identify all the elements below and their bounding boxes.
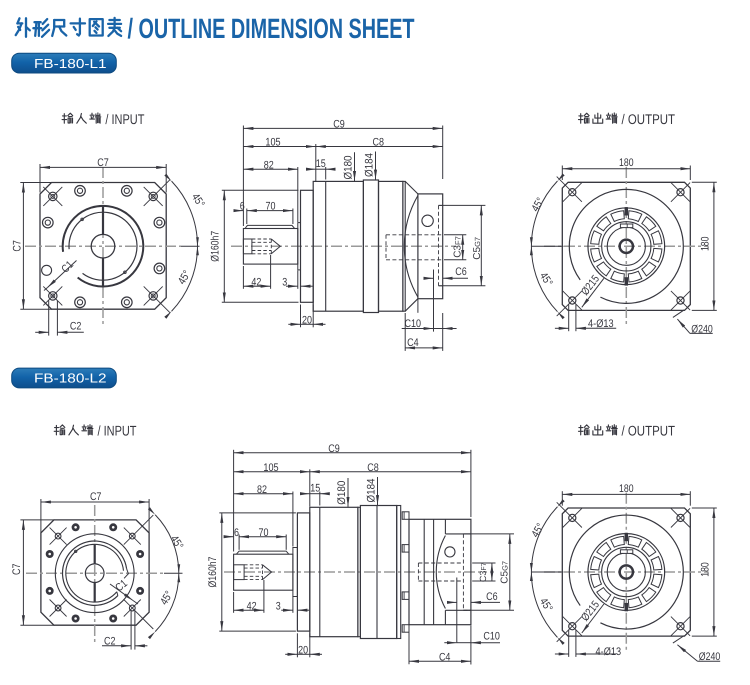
svg-text:42: 42 — [247, 600, 257, 612]
svg-text:C9: C9 — [333, 119, 345, 131]
svg-text:Ø180: Ø180 — [336, 481, 348, 505]
svg-text:Ø240: Ø240 — [699, 651, 721, 663]
svg-text:C8: C8 — [367, 462, 379, 474]
svg-text:/ INPUT: / INPUT — [98, 423, 137, 439]
svg-text:6: 6 — [240, 201, 245, 213]
svg-text:C1: C1 — [113, 578, 130, 595]
svg-text:45°: 45° — [176, 269, 193, 287]
svg-text:FB-180-L1: FB-180-L1 — [34, 56, 107, 71]
svg-text:15: 15 — [316, 158, 326, 170]
svg-text:C8: C8 — [373, 137, 385, 149]
svg-text:FB-180-L2: FB-180-L2 — [34, 371, 107, 386]
svg-text:Ø180: Ø180 — [343, 156, 355, 180]
svg-text:C6: C6 — [486, 591, 498, 603]
svg-text:/ OUTPUT: / OUTPUT — [622, 111, 676, 127]
svg-text:180: 180 — [699, 237, 711, 252]
svg-text:20: 20 — [298, 644, 308, 656]
svg-text:C10: C10 — [405, 318, 422, 330]
svg-text:3: 3 — [276, 600, 281, 612]
svg-text:180: 180 — [699, 562, 711, 577]
svg-text:C3F7: C3F7 — [452, 236, 463, 258]
svg-text:70: 70 — [259, 527, 269, 539]
svg-text:C4: C4 — [407, 337, 419, 349]
svg-text:105: 105 — [263, 462, 278, 474]
svg-text:/ OUTLINE DIMENSION SHEET: / OUTLINE DIMENSION SHEET — [128, 13, 415, 44]
svg-text:6: 6 — [234, 527, 239, 539]
svg-text:Ø184: Ø184 — [364, 153, 376, 177]
svg-text:Ø160h7: Ø160h7 — [209, 231, 221, 262]
svg-text:Ø240: Ø240 — [691, 323, 713, 335]
svg-text:Ø160h7: Ø160h7 — [207, 557, 219, 588]
svg-text:C5G7: C5G7 — [472, 237, 483, 260]
svg-text:82: 82 — [264, 159, 274, 171]
svg-text:4-Ø13: 4-Ø13 — [596, 646, 622, 658]
svg-text:4-Ø13: 4-Ø13 — [588, 318, 614, 330]
svg-text:C4: C4 — [439, 652, 451, 664]
svg-text:/ INPUT: / INPUT — [105, 111, 144, 127]
svg-text:20: 20 — [302, 315, 312, 327]
svg-text:C7: C7 — [97, 157, 109, 169]
svg-text:C5G7: C5G7 — [499, 561, 510, 584]
svg-text:C9: C9 — [328, 443, 340, 455]
svg-text:C7: C7 — [11, 240, 23, 252]
svg-text:Ø184: Ø184 — [366, 479, 378, 503]
svg-text:C6: C6 — [455, 266, 467, 278]
svg-text:C10: C10 — [483, 631, 500, 643]
svg-text:15: 15 — [310, 483, 320, 495]
svg-text:C1: C1 — [59, 259, 76, 276]
svg-text:C7: C7 — [90, 491, 102, 503]
svg-text:C2: C2 — [104, 636, 116, 648]
svg-text:180: 180 — [619, 157, 634, 169]
svg-text:82: 82 — [257, 484, 267, 496]
svg-text:42: 42 — [251, 276, 261, 288]
svg-text:/ OUTPUT: / OUTPUT — [622, 423, 676, 439]
svg-text:C3F7: C3F7 — [478, 562, 488, 582]
svg-text:C2: C2 — [70, 321, 82, 333]
svg-text:180: 180 — [619, 483, 634, 495]
svg-text:3: 3 — [282, 276, 287, 288]
svg-text:105: 105 — [265, 137, 280, 149]
svg-text:C7: C7 — [11, 563, 23, 575]
svg-text:70: 70 — [266, 201, 276, 213]
svg-text:45°: 45° — [189, 191, 207, 209]
